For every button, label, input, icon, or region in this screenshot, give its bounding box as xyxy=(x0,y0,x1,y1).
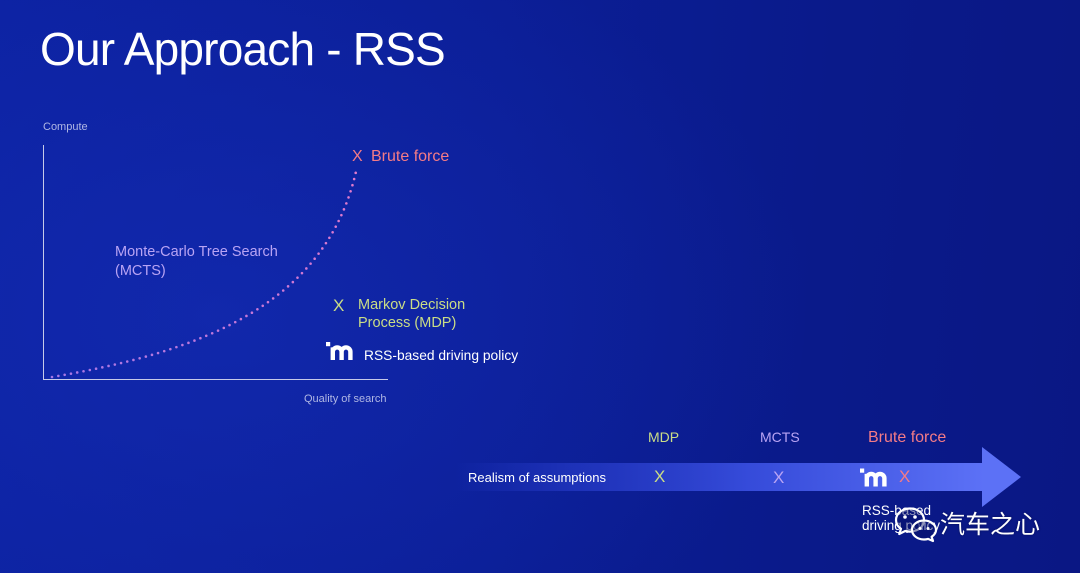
y-axis-label: Compute xyxy=(43,121,88,133)
wechat-icon xyxy=(894,507,938,543)
scale-marker-brute-force: X xyxy=(899,467,911,486)
graph-canvas xyxy=(43,145,388,380)
mcts-curve-label-line-2: (MCTS) xyxy=(115,263,166,279)
mobileye-logo-icon xyxy=(326,342,353,360)
realism-axis-label: Realism of assumptions xyxy=(468,469,606,485)
mdp-marker: X xyxy=(333,296,345,315)
mcts-curve-label-line-1: Monte-Carlo Tree Search xyxy=(115,244,278,260)
slide-title: Our Approach - RSS xyxy=(40,23,446,75)
mcts-curve-label: Monte-Carlo Tree Search (MCTS) xyxy=(115,243,278,281)
scale-marker-mdp: X xyxy=(654,467,666,486)
brute-force-marker: X xyxy=(352,147,363,165)
scale-heading-mcts: MCTS xyxy=(760,428,800,445)
mobileye-logo-icon xyxy=(860,468,887,487)
realism-scale-arrow xyxy=(455,447,1021,507)
mdp-label-line-2: Process (MDP) xyxy=(358,315,457,331)
scale-marker-mcts: X xyxy=(773,467,785,487)
brute-force-label: Brute force xyxy=(371,147,450,165)
mdp-label-line-1: Markov Decision xyxy=(358,297,466,313)
scale-heading-mdp: MDP xyxy=(648,428,680,445)
x-axis-label: Quality of search xyxy=(304,393,387,405)
scale-rss-label-line-1: RSS-based xyxy=(862,502,932,518)
watermark-text: 汽车之心 xyxy=(940,510,1041,539)
scale-arrow-head xyxy=(982,447,1021,507)
rss-policy-label: RSS-based driving policy xyxy=(364,347,519,363)
mdp-label: Markov Decision Process (MDP) xyxy=(358,296,465,332)
scale-heading-brute-force: Brute force xyxy=(868,428,947,446)
scale-arrow-body xyxy=(455,463,984,491)
